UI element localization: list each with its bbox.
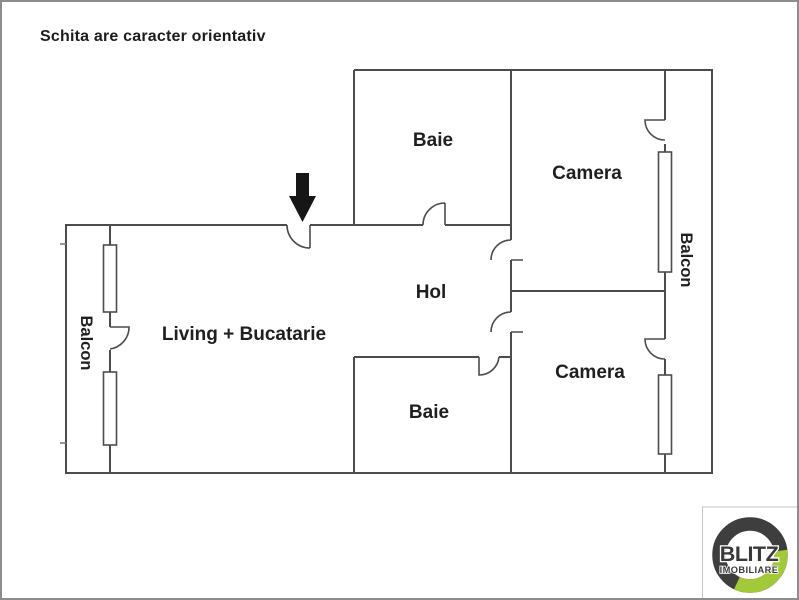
logo-box-border <box>702 506 797 598</box>
wall-baie-bottom <box>353 356 511 473</box>
window-living-lower <box>102 371 118 446</box>
room-label-living: Living + Bucatarie <box>162 324 326 345</box>
room-labels: Baie Camera Hol Living + Bucatarie Baie … <box>77 130 695 423</box>
room-label-hol: Hol <box>416 282 447 303</box>
door-camera-bottom-balcon <box>644 338 666 360</box>
door-arcs <box>109 119 666 376</box>
door-baie-bottom <box>478 356 500 376</box>
logo-accent-arc <box>734 549 788 593</box>
room-label-baie-top: Baie <box>413 130 453 151</box>
room-label-baie-bottom: Baie <box>409 402 449 423</box>
room-label-camera-bottom: Camera <box>555 362 625 383</box>
door-camera-top-balcon <box>644 119 666 141</box>
window-camera-top <box>657 151 673 273</box>
room-label-balcon-left: Balcon <box>77 315 95 370</box>
door-baie-top <box>422 202 446 226</box>
wall-outline <box>65 69 713 474</box>
door-entrance <box>286 224 311 249</box>
door-hol-camera-top <box>490 239 523 261</box>
window-living-upper <box>102 244 118 313</box>
door-living-balcon <box>109 326 130 350</box>
arrow-down-icon <box>289 173 316 222</box>
door-hol-camera-bottom <box>490 311 523 333</box>
window-camera-bottom <box>657 374 673 455</box>
disclaimer-text: Schita are caracter orientativ <box>40 28 266 45</box>
balcony-rail-ticks <box>60 243 66 444</box>
room-label-balcon-right: Balcon <box>677 232 695 287</box>
logo-tagline-text: IMOBILIARE <box>720 565 779 575</box>
windows <box>102 151 673 455</box>
room-label-camera-top: Camera <box>552 163 622 184</box>
floorplan-walls <box>60 69 713 474</box>
logo-brand-text: BLITZ <box>720 542 779 566</box>
brand-logo: BLITZ IMOBILIARE <box>702 506 797 598</box>
